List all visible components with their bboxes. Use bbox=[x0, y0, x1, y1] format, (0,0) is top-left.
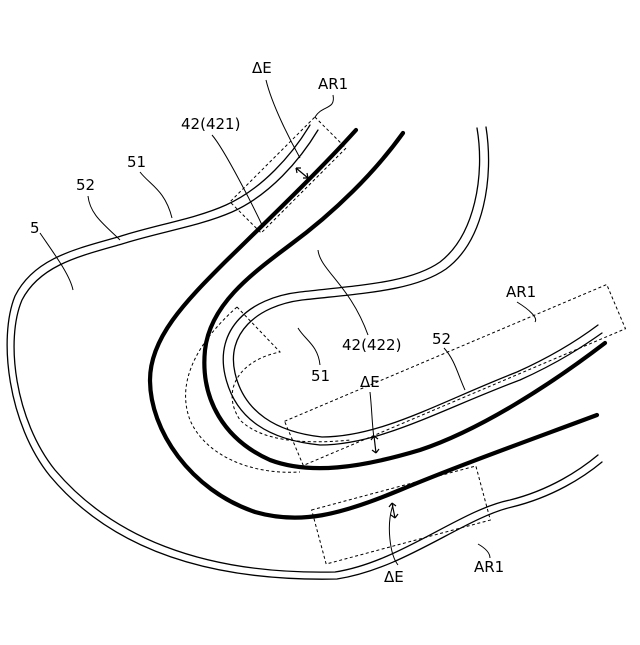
leader-lines bbox=[40, 80, 536, 565]
leader-51-top bbox=[140, 172, 172, 218]
leader-delta-e-middle bbox=[370, 392, 374, 438]
outer-body-outline bbox=[7, 125, 602, 579]
label-delta-e-top: ΔE bbox=[252, 59, 272, 77]
bold-conductor-lines bbox=[150, 130, 605, 518]
delta-e-arrow-top bbox=[296, 168, 308, 178]
label-51-top: 51 bbox=[127, 153, 146, 171]
leader-52-top bbox=[88, 196, 120, 240]
label-ar1-top: AR1 bbox=[318, 75, 348, 93]
label-51-inner: 51 bbox=[311, 367, 330, 385]
delta-e-arrow-middle bbox=[371, 436, 379, 453]
leader-51-inner bbox=[298, 328, 320, 365]
label-ar1-bottom: AR1 bbox=[474, 558, 504, 576]
leader-42-421 bbox=[212, 135, 262, 225]
label-delta-e-middle: ΔE bbox=[360, 373, 380, 391]
inner-hairpin-outline bbox=[223, 127, 602, 445]
dashed-regions bbox=[186, 117, 626, 564]
inner-dashed-band bbox=[232, 307, 350, 442]
label-52-top: 52 bbox=[76, 176, 95, 194]
leader-ar1-right bbox=[517, 302, 536, 322]
label-42-422: 42(422) bbox=[342, 336, 401, 354]
label-delta-e-bottom: ΔE bbox=[384, 568, 404, 586]
label-ar1-right: AR1 bbox=[506, 283, 536, 301]
label-52-right: 52 bbox=[432, 330, 451, 348]
leader-ar1-top bbox=[315, 95, 333, 117]
leader-52-right bbox=[444, 348, 465, 390]
label-42-421: 42(421) bbox=[181, 115, 240, 133]
text-labels: 5 52 51 42(421) ΔE AR1 AR1 52 42(422) 51… bbox=[30, 59, 536, 586]
conductor-421 bbox=[150, 130, 597, 518]
leader-ar1-bottom bbox=[478, 544, 490, 558]
label-5: 5 bbox=[30, 219, 40, 237]
leader-42-422 bbox=[318, 250, 368, 335]
inner-dashed-band-outer bbox=[186, 307, 300, 472]
